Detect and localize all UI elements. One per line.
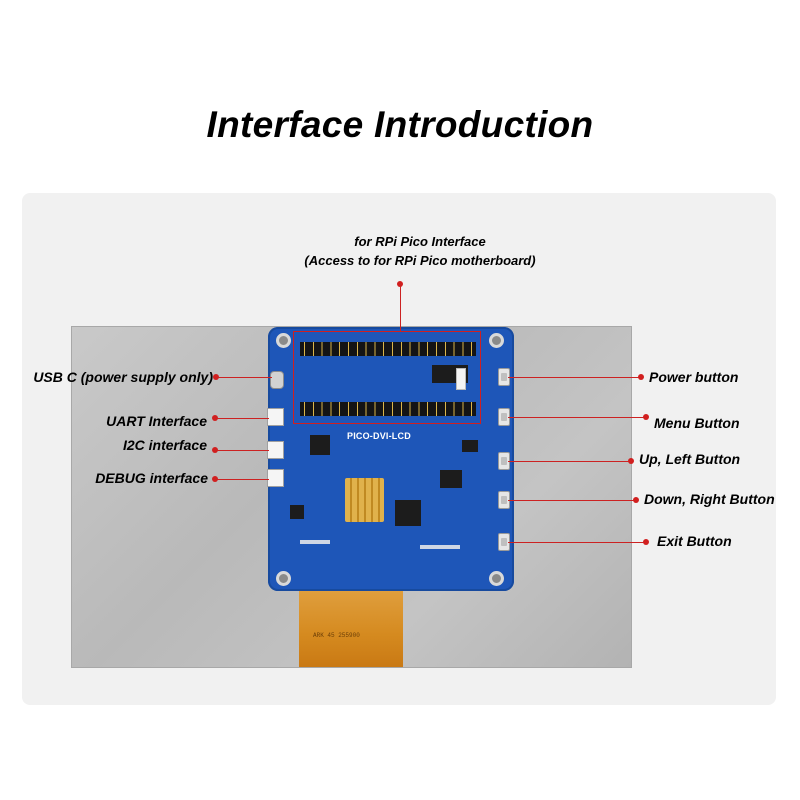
- jumper-header: [456, 368, 466, 390]
- down-right-button-label: Down, Right Button: [644, 491, 775, 507]
- chip: [462, 440, 478, 452]
- heatsink: [345, 478, 384, 522]
- mount-hole: [276, 571, 291, 586]
- up-left-button-label: Up, Left Button: [639, 451, 741, 467]
- pico-header-bottom: [300, 402, 476, 416]
- flex-cable: [299, 587, 403, 667]
- debug-label: DEBUG interface: [95, 470, 208, 486]
- silkscreen-mark: [300, 540, 330, 544]
- mount-hole: [276, 333, 291, 348]
- annotation-line: [508, 377, 640, 378]
- annotation-line: [508, 542, 645, 543]
- annotation-line: [215, 479, 269, 480]
- page-title: Interface Introduction: [206, 104, 594, 145]
- flex-cable-marking: ARK 45 255900: [313, 632, 360, 639]
- silkscreen-mark: [420, 545, 460, 549]
- usb-c-label: USB C (power supply only): [33, 369, 213, 385]
- inductor: [290, 505, 304, 519]
- debug-connector: [267, 469, 284, 487]
- menu-button-label: Menu Button: [654, 415, 740, 431]
- annotation-line: [508, 417, 645, 418]
- chip: [310, 435, 330, 455]
- annotation-dot: [643, 414, 649, 420]
- usb-c-port: [270, 371, 284, 389]
- chip: [440, 470, 462, 488]
- annotation-dot: [638, 374, 644, 380]
- annotation-line: [215, 450, 269, 451]
- menu-button-part: [498, 408, 510, 426]
- uart-connector: [267, 408, 284, 426]
- annotation-line: [215, 418, 269, 419]
- pico-interface-highlight: [293, 331, 481, 424]
- board-label: PICO-DVI-LCD: [347, 431, 411, 441]
- mount-hole: [489, 571, 504, 586]
- pico-interface-label: for RPi Pico Interface: [354, 234, 486, 249]
- annotation-dot: [633, 497, 639, 503]
- pico-interface-sublabel: (Access to for RPi Pico motherboard): [304, 253, 536, 268]
- power-button-label: Power button: [649, 369, 739, 385]
- annotation-line: [216, 377, 272, 378]
- annotation-line: [508, 461, 630, 462]
- pico-header-top: [300, 342, 476, 356]
- chip: [395, 500, 421, 526]
- i2c-connector: [267, 441, 284, 459]
- uart-label: UART Interface: [106, 413, 207, 429]
- mount-hole: [489, 333, 504, 348]
- pcb-board: [268, 327, 514, 591]
- annotation-dot: [643, 539, 649, 545]
- exit-button-label: Exit Button: [657, 533, 732, 549]
- annotation-line: [400, 284, 401, 332]
- annotation-dot: [628, 458, 634, 464]
- annotation-line: [508, 500, 635, 501]
- i2c-label: I2C interface: [122, 437, 207, 453]
